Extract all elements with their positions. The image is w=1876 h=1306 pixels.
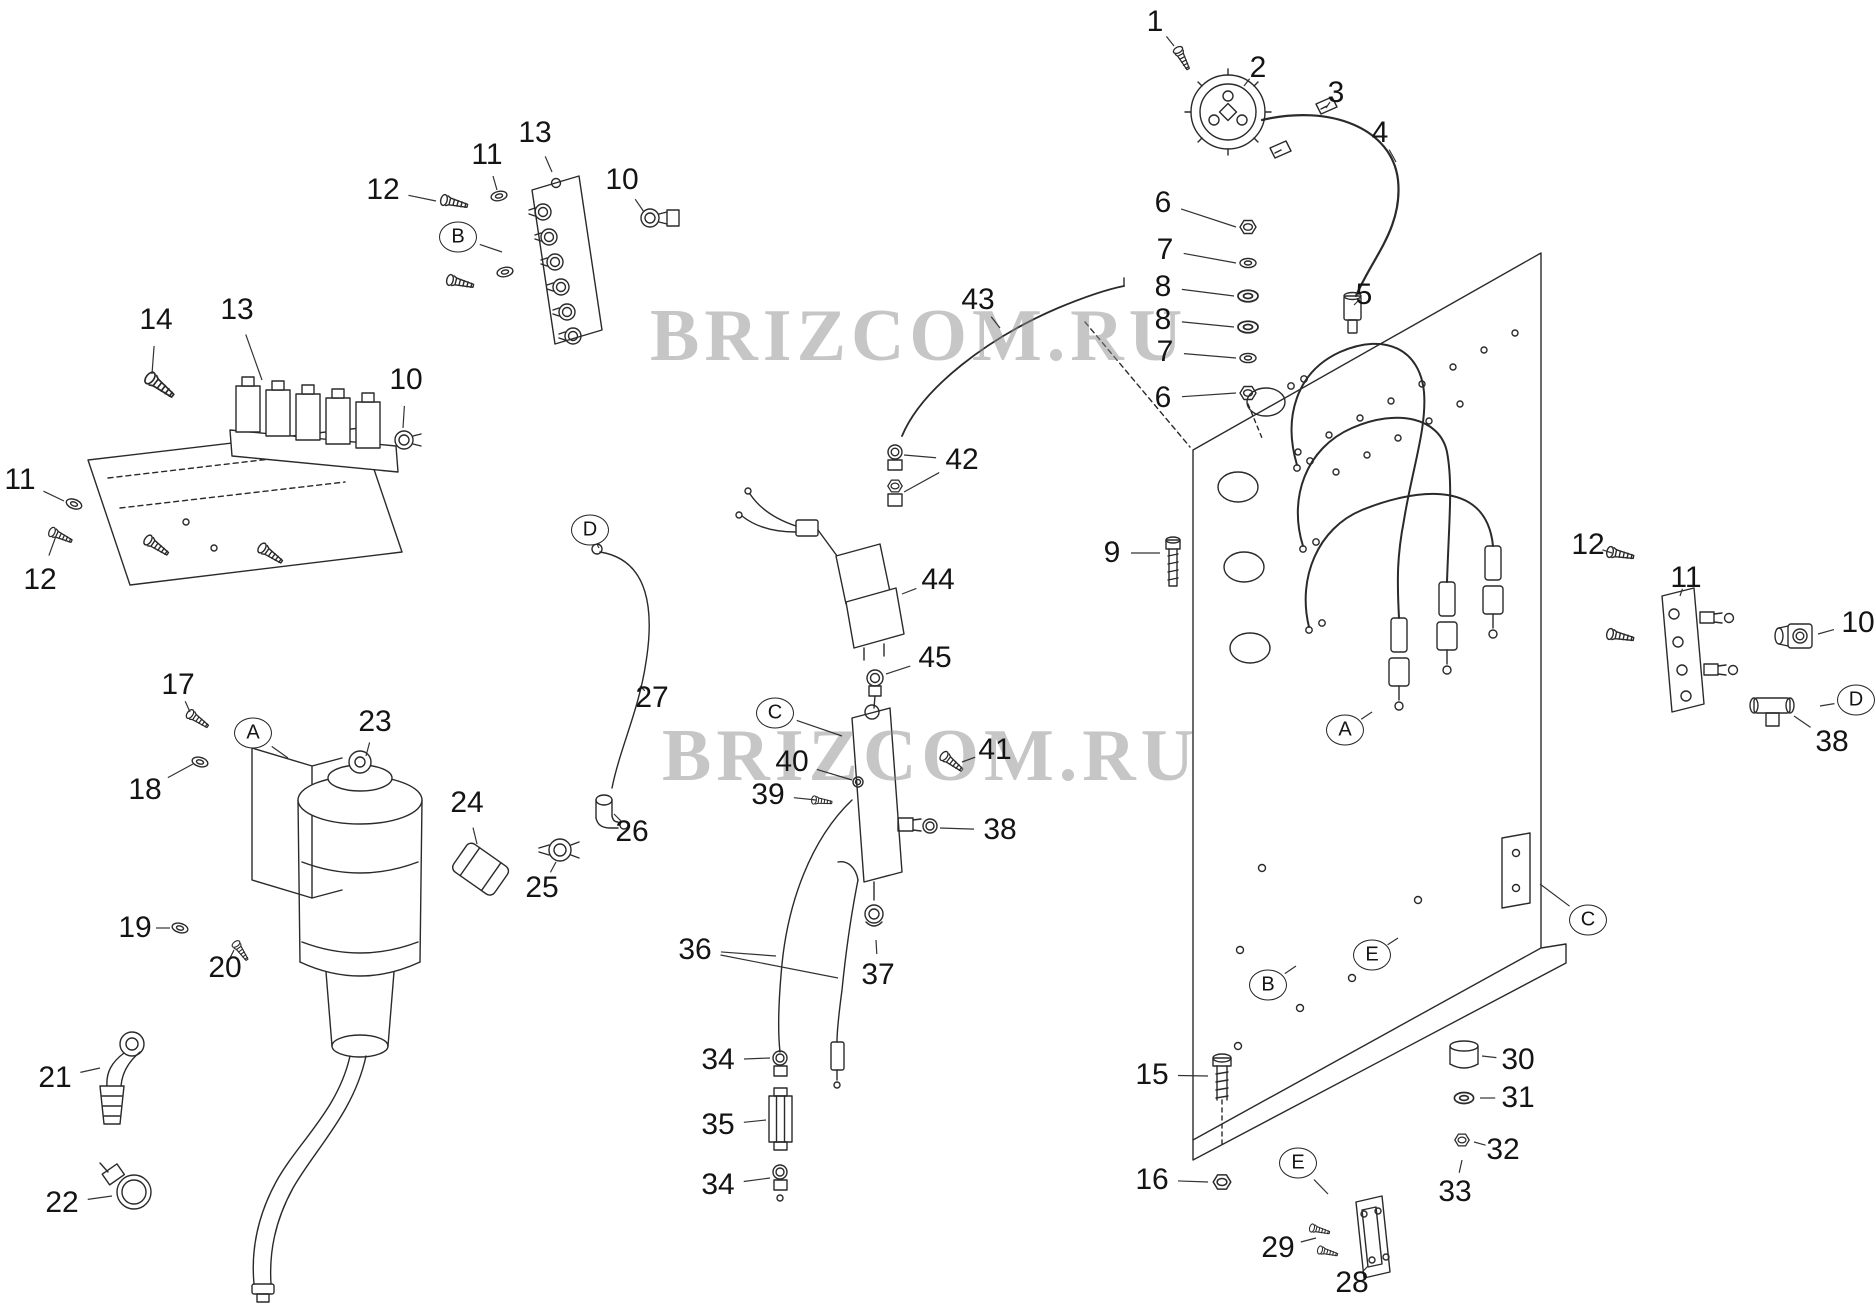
part-callout-18: 18 [128, 773, 162, 806]
pump-assembly [99, 543, 650, 1303]
part-callout-34: 34 [701, 1043, 735, 1076]
part-callout-31: 31 [1501, 1081, 1535, 1114]
part-callout-11: 11 [471, 138, 503, 171]
part-callout-4: 4 [1371, 116, 1389, 149]
panel-cable-harness [1290, 342, 1504, 711]
part-callout-23: 23 [358, 705, 392, 738]
part-callout-37: 37 [861, 958, 895, 991]
view-label-A: A [1326, 714, 1364, 746]
part-callout-45: 45 [918, 641, 952, 674]
part-callout-13: 13 [220, 293, 254, 326]
panel-bottom-hardware [1212, 1040, 1479, 1279]
part-callout-41: 41 [978, 733, 1012, 766]
view-label-C: C [1569, 904, 1607, 936]
view-label-D: D [1837, 684, 1875, 716]
part-callout-39: 39 [751, 778, 785, 811]
part-callout-29: 29 [1261, 1231, 1295, 1264]
valve-plate-assembly [46, 369, 422, 586]
view-label-B: B [439, 221, 477, 253]
part-callout-40: 40 [775, 745, 809, 778]
part-callout-8: 8 [1154, 270, 1172, 303]
part-callout-38: 38 [1815, 725, 1849, 758]
part-callout-10: 10 [605, 163, 639, 196]
right-fitting-manifold [1605, 545, 1813, 727]
part-callout-1: 1 [1146, 5, 1164, 38]
view-label-B: B [1249, 969, 1287, 1001]
part-callout-42: 42 [945, 443, 979, 476]
part-callout-21: 21 [38, 1061, 72, 1094]
part-callout-16: 16 [1135, 1163, 1169, 1196]
part-callout-6: 6 [1154, 381, 1172, 414]
part-callout-19: 19 [118, 911, 152, 944]
part-callout-36: 36 [678, 933, 712, 966]
view-label-E: E [1353, 939, 1391, 971]
part-callout-20: 20 [208, 951, 242, 984]
part-callout-9: 9 [1103, 536, 1121, 569]
part-callout-11: 11 [4, 463, 36, 496]
view-label-E: E [1279, 1147, 1317, 1179]
part-callout-33: 33 [1438, 1175, 1472, 1208]
part-callout-28: 28 [1335, 1266, 1369, 1299]
part-callout-15: 15 [1135, 1058, 1169, 1091]
view-label-C: C [756, 697, 794, 729]
part-callout-5: 5 [1355, 278, 1373, 311]
part-callout-44: 44 [921, 563, 955, 596]
part-callout-14: 14 [139, 303, 173, 336]
part-callout-25: 25 [525, 871, 559, 904]
part-callout-35: 35 [701, 1108, 735, 1141]
part-callout-7: 7 [1156, 233, 1174, 266]
part-callout-34: 34 [701, 1168, 735, 1201]
part-callout-6: 6 [1154, 186, 1172, 219]
part-callout-27: 27 [635, 681, 669, 714]
part-callout-38: 38 [983, 813, 1017, 846]
solenoid-valve-column [735, 277, 1125, 1202]
part-callout-24: 24 [450, 786, 484, 819]
cover-connector-assembly [1171, 44, 1400, 334]
part-callout-32: 32 [1486, 1133, 1520, 1166]
part-callout-12: 12 [23, 563, 57, 596]
view-label-A: A [234, 717, 272, 749]
part-callout-30: 30 [1501, 1043, 1535, 1076]
mounting-hardware-stack [1165, 219, 1263, 587]
view-label-D: D [571, 514, 609, 546]
part-callout-2: 2 [1249, 51, 1267, 84]
part-callout-26: 26 [615, 815, 649, 848]
part-callout-3: 3 [1327, 76, 1345, 109]
mounting-panel [1084, 252, 1567, 1161]
part-callout-10: 10 [389, 363, 423, 396]
part-callout-8: 8 [1154, 303, 1172, 336]
fitting-manifold-block [438, 175, 680, 345]
part-callout-12: 12 [1571, 528, 1605, 561]
part-callout-13: 13 [518, 116, 552, 149]
part-callout-43: 43 [961, 283, 995, 316]
part-callout-12: 12 [366, 173, 400, 206]
part-callout-22: 22 [45, 1186, 79, 1219]
part-callout-17: 17 [161, 668, 195, 701]
part-callout-7: 7 [1156, 335, 1174, 368]
part-callout-11: 11 [1670, 561, 1702, 594]
part-callout-10: 10 [1841, 606, 1875, 639]
